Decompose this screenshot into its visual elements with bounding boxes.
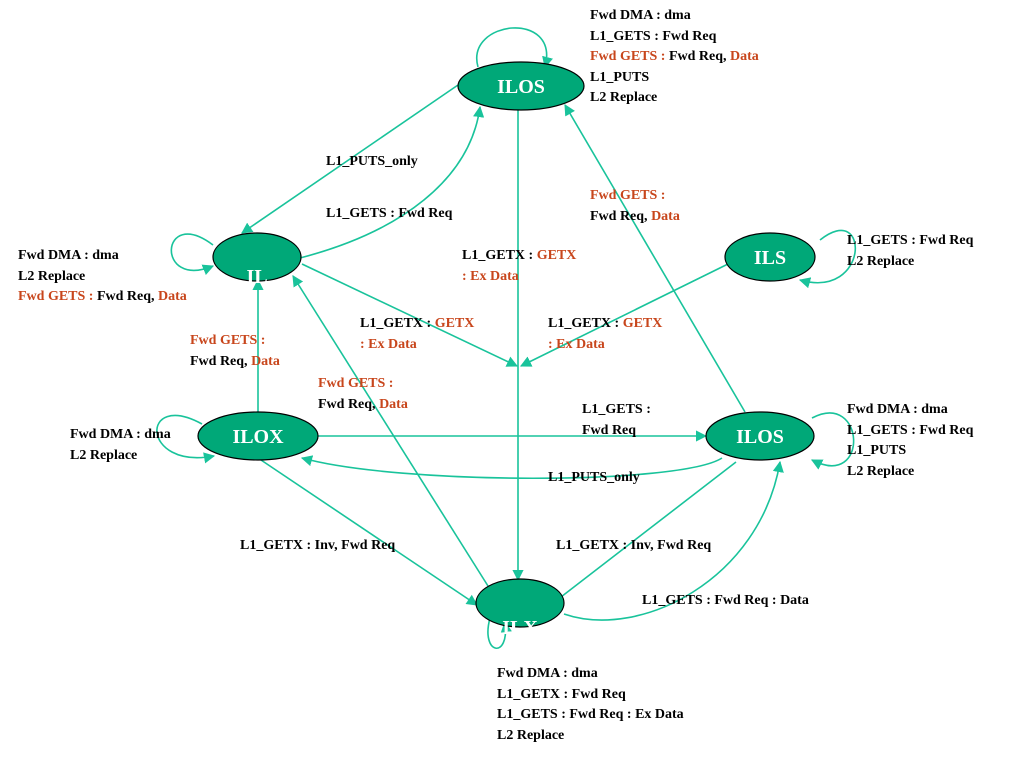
edge-ilox-self [156,414,216,464]
node-ilx-label: ILX [502,617,538,639]
label-ilos-right-to-ilox: L1_PUTS_only [548,470,640,485]
node-ilos-top: ILOS [457,61,585,111]
label-il-self: Fwd DMA : dma L2 Replace Fwd GETS : Fwd … [18,248,187,304]
label-ilox-self: Fwd DMA : dma L2 Replace [70,427,171,463]
edge-il-to-ilx [301,263,519,367]
label-ils-self: L1_GETS : Fwd Req L2 Replace [847,233,974,269]
edge-ilos-right-self [811,412,855,470]
label-ilx-to-ilos-right: L1_GETS : Fwd Req : Data [642,593,809,608]
label-il-to-ilx: L1_GETX : GETX : Ex Data [360,316,475,352]
label-ilos-right-self: Fwd DMA : dma L1_GETS : Fwd Req L1_PUTS … [847,402,974,479]
edge-ilx-to-ilos-right [563,460,784,621]
label-ilx-to-il: Fwd GETS : Fwd Req, Data [318,376,408,412]
label-ilos-right-to-ilx: L1_GETX : Inv, Fwd Req [556,538,712,553]
node-ilox-label: ILOX [232,426,284,448]
edge-ilos-top-to-il [241,84,459,234]
node-ilx: ILX [475,578,565,639]
edge-ilox-to-ilx [257,457,478,606]
label-ilos-top-self: Fwd DMA : dma L1_GETS : Fwd Req Fwd GETS… [590,8,759,105]
edge-il-self [170,233,215,276]
node-ilox: ILOX [197,411,319,461]
edge-ilos-right-to-ilox [300,455,723,480]
label-ilox-to-ilx: L1_GETX : Inv, Fwd Req [240,538,396,553]
label-ilox-to-ilos-right: L1_GETS : Fwd Req [582,402,651,438]
node-ilos-right-label: ILOS [736,426,784,448]
label-ilos-top-to-ilx: L1_GETX : GETX : Ex Data [462,248,577,284]
node-ilos-right: ILOS [705,411,815,461]
edge-ilx-to-il [292,275,489,587]
edge-il-to-ilos-top [299,105,485,259]
edge-ils-to-ilx [519,263,729,367]
edge-ilos-right-to-ilos-top [564,104,746,413]
label-ilos-top-to-il: L1_PUTS_only [326,154,418,169]
node-ils: ILS [724,232,816,282]
edge-ils-self [798,229,857,289]
node-il-label: IL [246,266,267,288]
label-ilos-right-to-ilos-top: Fwd GETS : Fwd Req, Data [590,188,680,224]
node-il: IL [212,232,302,288]
label-ilx-self: Fwd DMA : dma L1_GETX : Fwd Req L1_GETS … [497,666,684,743]
label-ils-to-ilx: L1_GETX : GETX : Ex Data [548,316,663,352]
edge-ilx-self [487,617,512,649]
edge-ilos-right-to-ilx [547,461,737,608]
label-il-to-ilos-top: L1_GETS : Fwd Req [326,206,453,221]
label-ilox-to-il: Fwd GETS : Fwd Req, Data [190,333,280,369]
node-ilos-top-label: ILOS [497,76,545,98]
node-ils-label: ILS [754,247,786,269]
edge-ilos-top-self [475,27,553,69]
